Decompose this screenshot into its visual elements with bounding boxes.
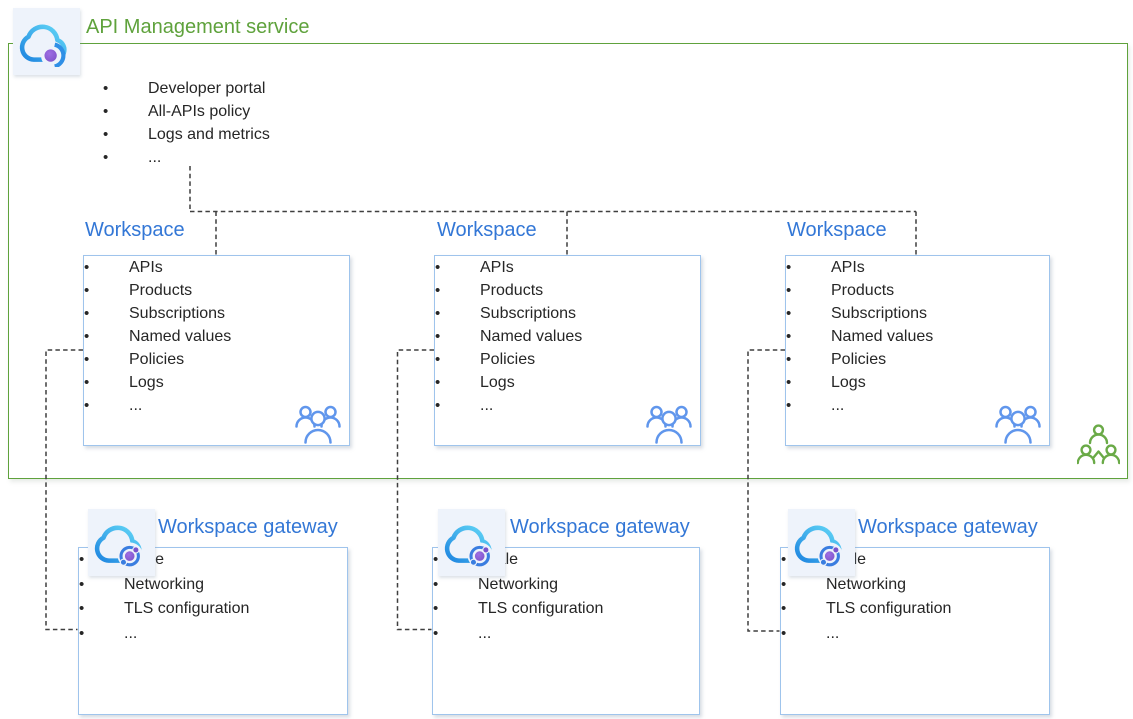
bullet: • [433, 551, 439, 568]
bullet: • [103, 149, 109, 166]
bullet: • [79, 551, 85, 568]
bullet: • [786, 397, 792, 414]
bullet: • [84, 351, 90, 368]
bullet: • [79, 624, 85, 642]
gateway-2-title: Workspace gateway [510, 516, 690, 538]
connector-workspace-3-gateway-3 [747, 349, 785, 632]
service-feature-list: •Developer portal •All-APIs policy •Logs… [103, 77, 270, 169]
workspace-2-title: Workspace [437, 219, 537, 241]
gateway-feature-list: •Scale •Networking •TLS configuration •.… [433, 548, 699, 646]
list-item: •Logs and metrics [103, 123, 270, 146]
workspace-members-people-icon [646, 400, 692, 444]
bullet: • [103, 80, 109, 97]
bullet: • [79, 600, 85, 617]
bullet: • [84, 305, 90, 322]
connector-workspace-1-gateway-1 [45, 349, 83, 631]
bullet: • [79, 575, 85, 593]
bullet: • [435, 397, 441, 414]
bullet: • [84, 282, 90, 299]
bullet: • [435, 259, 441, 276]
bullet: • [433, 575, 439, 593]
api-management-cloud-icon [13, 8, 80, 75]
list-item: •All-APIs policy [103, 100, 270, 123]
bullet: • [786, 282, 792, 299]
workspace-2-box: •APIs •Products •Subscriptions •Named va… [434, 255, 701, 446]
workspace-feature-list: •APIs •Products •Subscriptions •Named va… [435, 256, 700, 417]
api-management-service-box [8, 43, 1128, 479]
workspace-3-title: Workspace [787, 219, 887, 241]
bullet: • [435, 305, 441, 322]
workspace-3-box: •APIs •Products •Subscriptions •Named va… [785, 255, 1050, 446]
bullet: • [84, 259, 90, 276]
connector-workspace-2-gateway-2 [396, 349, 434, 631]
gateway-cloud-icon [788, 509, 855, 576]
bullet: • [786, 374, 792, 391]
gateway-feature-list: •Scale •Networking •TLS configuration •.… [781, 548, 1049, 646]
bullet: • [781, 600, 787, 617]
bullet: • [435, 328, 441, 345]
bullet: • [786, 259, 792, 276]
bullet: • [433, 600, 439, 617]
bullet: • [781, 624, 787, 642]
bullet: • [84, 374, 90, 391]
gateway-cloud-icon [88, 509, 155, 576]
bullet: • [781, 551, 787, 568]
bullet: • [435, 351, 441, 368]
list-item: •Developer portal [103, 77, 270, 100]
bullet: • [786, 351, 792, 368]
workspace-1-box: •APIs •Products •Subscriptions •Named va… [83, 255, 350, 446]
gateway-cloud-icon [438, 509, 505, 576]
bullet: • [781, 575, 787, 593]
workspace-members-people-icon [995, 400, 1041, 444]
service-members-people-icon [1076, 423, 1121, 470]
gateway-3-title: Workspace gateway [858, 516, 1038, 538]
workspace-1-title: Workspace [85, 219, 185, 241]
api-management-service-title: API Management service [86, 16, 310, 38]
bullet: • [84, 397, 90, 414]
bullet: • [103, 126, 109, 143]
workspace-feature-list: •APIs •Products •Subscriptions •Named va… [84, 256, 349, 417]
bullet: • [84, 328, 90, 345]
workspace-feature-list: •APIs •Products •Subscriptions •Named va… [786, 256, 1049, 417]
bullet: • [433, 624, 439, 642]
list-item: •... [103, 146, 270, 169]
bullet: • [786, 305, 792, 322]
bullet: • [786, 328, 792, 345]
workspace-members-people-icon [295, 400, 341, 444]
bullet: • [435, 282, 441, 299]
gateway-1-title: Workspace gateway [158, 516, 338, 538]
bullet: • [103, 103, 109, 120]
bullet: • [435, 374, 441, 391]
